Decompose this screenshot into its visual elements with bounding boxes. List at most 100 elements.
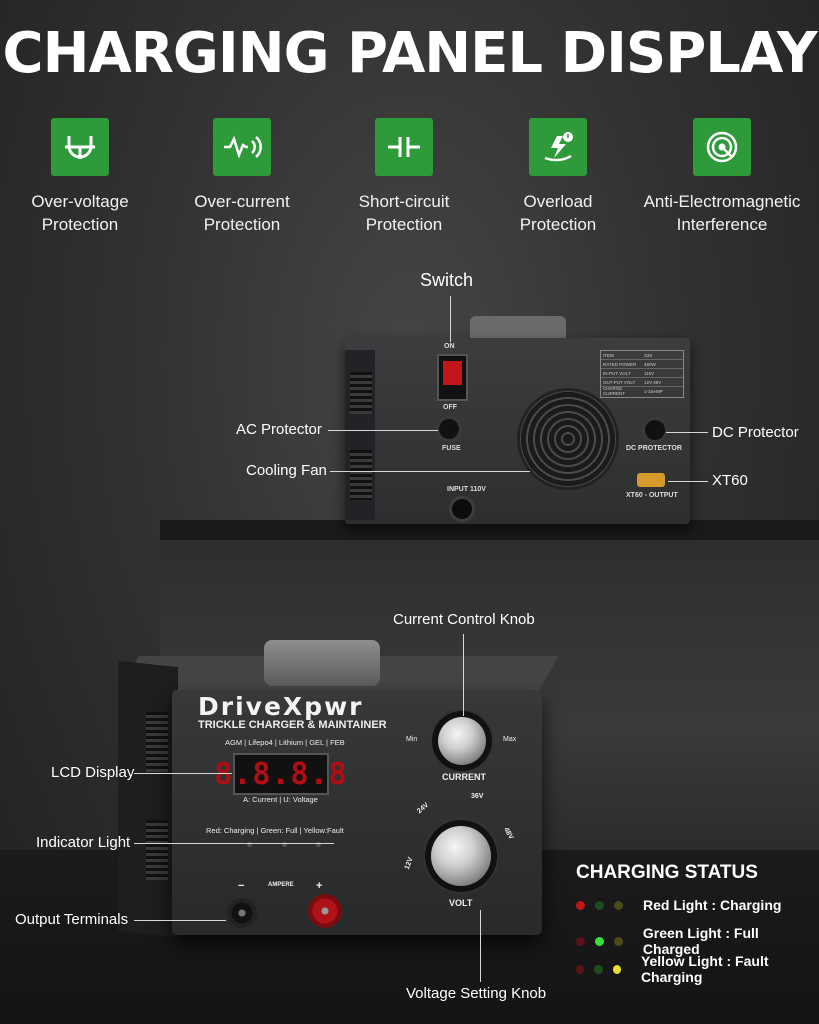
shelf-top (160, 520, 819, 540)
red-light-off-icon (576, 964, 585, 974)
handle (470, 316, 566, 340)
side-vent (350, 450, 372, 500)
fuse-label: FUSE (442, 445, 461, 452)
callout-lcd: LCD Display (51, 764, 135, 781)
feature-label: Over-voltage (31, 192, 129, 211)
power-switch[interactable] (437, 354, 468, 401)
callout-indicator: Indicator Light (36, 834, 131, 851)
status-label: Red Light : Charging (643, 897, 782, 913)
side-vent (350, 372, 372, 414)
xt60-output-label: XT60 - OUTPUT (626, 492, 678, 499)
over-voltage-icon (51, 118, 109, 176)
status-label: Green Light : Full Charged (642, 925, 759, 957)
feature-label: Over-current (194, 192, 290, 211)
green-light-off-icon (595, 900, 604, 910)
minus-sign: − (238, 880, 245, 892)
device-side (118, 660, 178, 938)
cooling-fan (517, 388, 619, 490)
current-min-label: Min (406, 736, 418, 743)
leader-line (330, 471, 530, 472)
callout-voltage-knob: Voltage Setting Knob (406, 985, 547, 1002)
page-title: CHARGING PANEL DISPLAY (2, 21, 817, 86)
brand-logo: DriveXpwr (198, 692, 364, 721)
feature-label: Protection (203, 215, 281, 234)
negative-output-terminal[interactable] (227, 898, 257, 928)
overload-icon (529, 118, 587, 176)
ampere-label: AMPERE (268, 882, 294, 888)
leader-line (328, 430, 438, 431)
current-control-knob[interactable] (438, 717, 486, 765)
charging-status-title: CHARGING STATUS (576, 862, 758, 883)
feature-label: Short-circuit (358, 192, 450, 211)
status-label: Yellow Light : Fault Charging (640, 953, 769, 985)
ac-protector-fuse[interactable] (439, 419, 459, 439)
dc-protector-fuse[interactable] (645, 420, 665, 440)
side-vent (146, 712, 168, 772)
callout-current-knob: Current Control Knob (393, 611, 535, 628)
red-light-off-icon (576, 936, 585, 946)
feature-label: Protection (519, 215, 597, 234)
input-jack[interactable] (452, 499, 472, 519)
feature-label: Interference (676, 215, 768, 234)
volt-label: VOLT (449, 898, 473, 908)
callout-cooling-fan: Cooling Fan (246, 462, 327, 479)
over-current-icon (213, 118, 271, 176)
short-circuit-icon (375, 118, 433, 176)
switch-off-label: OFF (443, 404, 457, 411)
indicator-caption: Red: Charging | Green: Full | Yellow:Fau… (206, 826, 344, 835)
lcd-display: 8.8.8.8 (214, 753, 347, 795)
feature-label: Protection (365, 215, 443, 234)
yellow-light-off-icon (614, 900, 623, 910)
red-indicator-light (247, 842, 252, 847)
leader-line (668, 481, 708, 482)
leader-line (666, 432, 708, 433)
callout-xt60: XT60 (712, 472, 748, 489)
device-subtitle: TRICKLE CHARGER & MAINTAINER (198, 719, 387, 731)
plus-sign: + (316, 880, 323, 892)
callout-ac-protector: AC Protector (236, 421, 322, 438)
leader-line (463, 634, 464, 716)
green-indicator-light (282, 842, 287, 847)
leader-line (134, 920, 226, 921)
status-row-yellow: Yellow Light : Fault Charging (576, 953, 819, 985)
feature-label: Protection (41, 215, 119, 234)
volt-tick: 36V (471, 793, 484, 800)
feature-label: Anti-Electromagnetic (643, 192, 801, 211)
current-label: CURRENT (442, 772, 486, 782)
battery-types: AGM | Lifepo4 | Lithium | GEL | FEB (225, 738, 345, 747)
leader-line (134, 773, 232, 774)
xt60-port[interactable] (637, 473, 665, 487)
green-light-off-icon (594, 964, 603, 974)
yellow-indicator-light (316, 842, 321, 847)
handle (264, 640, 380, 686)
dc-protector-label: DC PROTECTOR (626, 445, 682, 452)
leader-line (134, 843, 334, 844)
status-row-red: Red Light : Charging (576, 897, 781, 913)
current-max-label: Max (503, 736, 517, 743)
green-light-icon (594, 936, 604, 946)
yellow-light-icon (612, 964, 621, 974)
anti-emi-icon (693, 118, 751, 176)
yellow-light-off-icon (613, 936, 623, 946)
callout-switch: Switch (420, 270, 474, 290)
red-light-icon (576, 900, 585, 910)
callout-dc-protector: DC Protector (712, 424, 799, 441)
side-vent (146, 820, 168, 880)
voltage-setting-knob[interactable] (431, 826, 491, 886)
positive-output-terminal[interactable] (308, 894, 342, 928)
leader-line (480, 910, 481, 982)
leader-line (450, 296, 451, 342)
switch-on-label: ON (444, 343, 455, 350)
input-label: INPUT 110V (447, 486, 486, 493)
